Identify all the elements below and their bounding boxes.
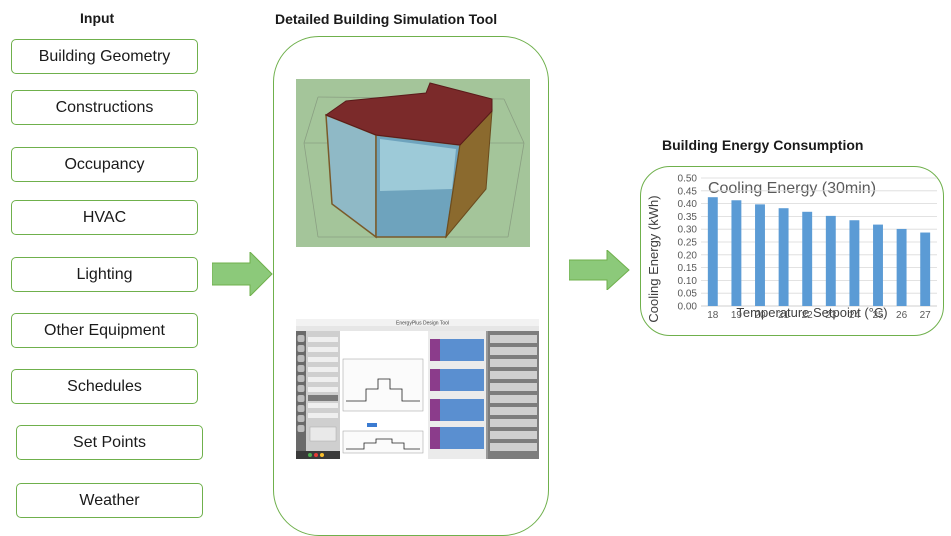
chart-y-tick-label: 0.45 (678, 186, 698, 197)
chart-bar-27 (920, 232, 931, 306)
software-screenshot: EnergyPlus Design Tool (296, 319, 539, 459)
input-hvac: HVAC (11, 200, 198, 235)
chart-bar-25 (873, 224, 883, 306)
chart-bar-26 (896, 228, 907, 306)
chart-bar-22 (802, 211, 813, 306)
chart-x-tick-label: 19 (731, 310, 743, 321)
chart-x-axis-label: Temperature Setpoint (°C) (736, 305, 887, 320)
chart-y-tick-label: 0.50 (678, 174, 698, 185)
building-3d-image (296, 79, 530, 247)
chart-bar-23 (825, 215, 836, 306)
input-constructions: Constructions (11, 90, 198, 125)
chart-bar-19 (731, 200, 742, 306)
chart-bar-21 (778, 208, 789, 306)
input-occupancy: Occupancy (11, 147, 198, 182)
output-title: Building Energy Consumption (662, 137, 864, 153)
chart-y-axis-label: Cooling Energy (kWh) (646, 195, 661, 322)
chart-y-tick-label: 0.10 (678, 276, 698, 287)
chart-x-tick-label: 25 (872, 310, 884, 321)
chart-y-tick-label: 0.00 (678, 302, 698, 313)
chart-x-tick-label: 23 (825, 310, 837, 321)
input-title: Input (80, 10, 115, 26)
chart-y-tick-label: 0.20 (678, 250, 698, 261)
chart-x-tick-label: 27 (920, 310, 932, 321)
tool-title: Detailed Building Simulation Tool (275, 11, 498, 27)
chart-bar-18 (707, 197, 718, 306)
software-window-title: EnergyPlus Design Tool (396, 321, 449, 327)
chart-y-tick-label: 0.25 (678, 238, 698, 249)
chart-x-tick-label: 22 (802, 310, 814, 321)
output-panel (640, 166, 944, 336)
chart-title: Cooling Energy (30min) (708, 180, 876, 197)
input-weather: Weather (16, 483, 203, 518)
chart-y-tick-label: 0.40 (678, 199, 698, 210)
input-set-points: Set Points (16, 425, 203, 460)
chart-y-tick-label: 0.05 (678, 289, 698, 300)
chart-y-tick-label: 0.35 (678, 212, 698, 223)
arrow-tool-to-output (569, 250, 630, 290)
input-other-equipment: Other Equipment (11, 313, 198, 348)
chart-bar-24 (849, 220, 860, 306)
chart-bar-20 (755, 204, 765, 306)
chart-x-tick-label: 26 (896, 310, 908, 321)
arrow-input-to-tool (212, 252, 273, 296)
input-lighting: Lighting (11, 257, 198, 292)
chart-x-tick-label: 18 (707, 310, 719, 321)
chart-x-tick-label: 20 (754, 310, 766, 321)
chart-x-tick-label: 24 (849, 310, 861, 321)
input-building-geometry: Building Geometry (11, 39, 198, 74)
input-schedules: Schedules (11, 369, 198, 404)
chart-y-tick-label: 0.30 (678, 225, 698, 236)
chart-y-tick-label: 0.15 (678, 263, 698, 274)
chart-x-tick-label: 21 (778, 310, 790, 321)
cooling-energy-chart: Cooling Energy (30min) Cooling Energy (k… (646, 174, 937, 323)
